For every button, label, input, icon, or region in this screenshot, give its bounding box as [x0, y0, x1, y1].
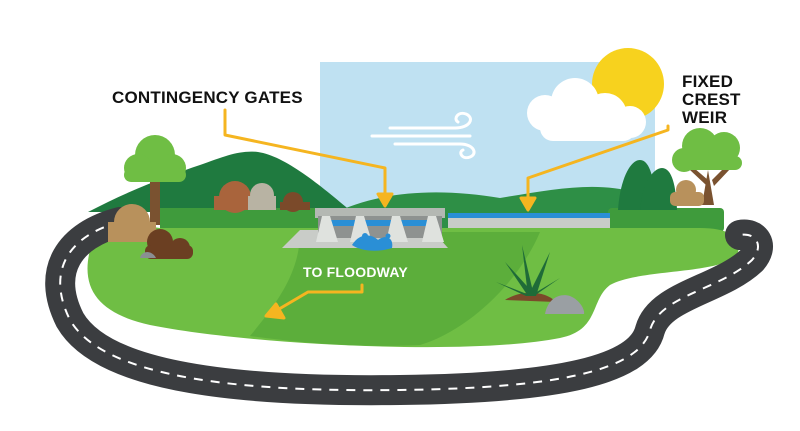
weir-label-line-2: CREST	[682, 90, 741, 109]
wind-icon	[370, 111, 476, 160]
reservoir-water	[448, 213, 610, 221]
fixed-crest-weir-label: FIXED CREST WEIR	[682, 73, 741, 127]
cloud-icon	[527, 78, 646, 141]
tree-icon-right	[670, 128, 742, 206]
grass-strip-left	[160, 208, 335, 230]
tree-icon-right-dark	[618, 160, 677, 210]
to-floodway-label: TO FLOODWAY	[303, 264, 408, 280]
contingency-gates	[282, 208, 448, 248]
plant-icon	[496, 245, 560, 302]
bush-icon-group-left	[108, 204, 193, 259]
weir-label-line-3: WEIR	[682, 108, 728, 127]
callout-line-floodway	[272, 283, 364, 314]
tree-icon-left	[124, 135, 186, 225]
callout-arrow-weir	[519, 196, 537, 212]
bush-icon-group-mountain	[214, 181, 310, 213]
callout-line-gates	[223, 108, 387, 200]
contingency-gates-label: CONTINGENCY GATES	[112, 88, 303, 107]
weir-label-line-1: FIXED	[682, 72, 734, 91]
callout-arrow-gates	[376, 192, 394, 208]
rock-icon-right	[545, 295, 585, 314]
grass-strip-right	[608, 208, 724, 232]
road-center-dashes	[59, 221, 759, 392]
water-splash-icon	[352, 233, 393, 251]
rock-icon-left	[140, 252, 156, 258]
callout-line-weir	[526, 124, 670, 204]
grass-band	[250, 232, 540, 346]
callout-arrow-floodway	[264, 302, 286, 320]
callout-lines	[223, 108, 670, 320]
